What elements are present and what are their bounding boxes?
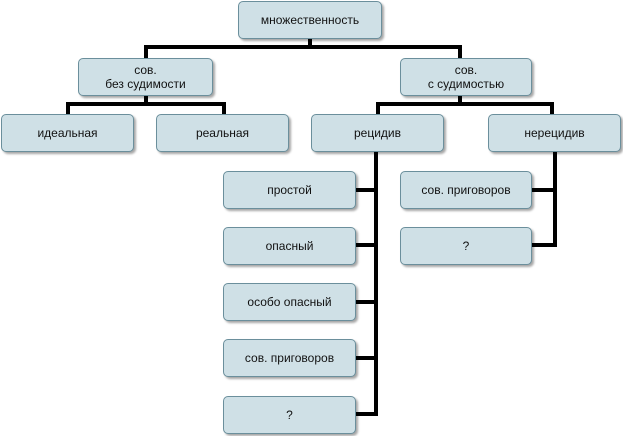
node-real-label: реальная <box>195 126 250 140</box>
node-question-right: ? <box>400 227 532 265</box>
node-sentences-left-label: сов. приговоров <box>244 351 335 365</box>
node-dangerous-label: опасный <box>265 239 314 253</box>
node-ideal-label: идеальная <box>37 126 98 140</box>
node-ideal: идеальная <box>1 114 134 152</box>
node-sentences-right: сов. приговоров <box>400 171 532 209</box>
node-no-conviction-line-2: без судимости <box>105 77 186 91</box>
node-no-conviction-line-1: сов. <box>134 63 157 77</box>
node-sentences-left: сов. приговоров <box>223 339 356 377</box>
node-non-recidive-label: нерецидив <box>524 126 585 140</box>
node-with-conviction: сов. с судимостью <box>400 58 532 96</box>
node-question-right-label: ? <box>462 239 470 253</box>
node-with-conviction-line-1: сов. <box>454 63 478 77</box>
node-simple-label: простой <box>267 183 312 197</box>
node-multiplicity-label: множественность <box>260 13 360 27</box>
node-no-conviction: сов. без судимости <box>78 58 213 96</box>
node-sentences-right-label: сов. приговоров <box>421 183 511 197</box>
node-recidive: рецидив <box>311 114 444 152</box>
node-non-recidive: нерецидив <box>488 114 621 152</box>
node-very-dangerous: особо опасный <box>223 283 356 321</box>
node-simple: простой <box>223 171 356 209</box>
node-question-left-label: ? <box>286 408 293 422</box>
node-very-dangerous-label: особо опасный <box>247 295 332 309</box>
node-real: реальная <box>156 114 289 152</box>
node-recidive-label: рецидив <box>353 126 401 140</box>
node-with-conviction-line-2: с судимостью <box>427 77 505 91</box>
node-dangerous: опасный <box>223 227 356 265</box>
node-question-left: ? <box>223 396 356 434</box>
node-multiplicity: множественность <box>238 1 382 39</box>
